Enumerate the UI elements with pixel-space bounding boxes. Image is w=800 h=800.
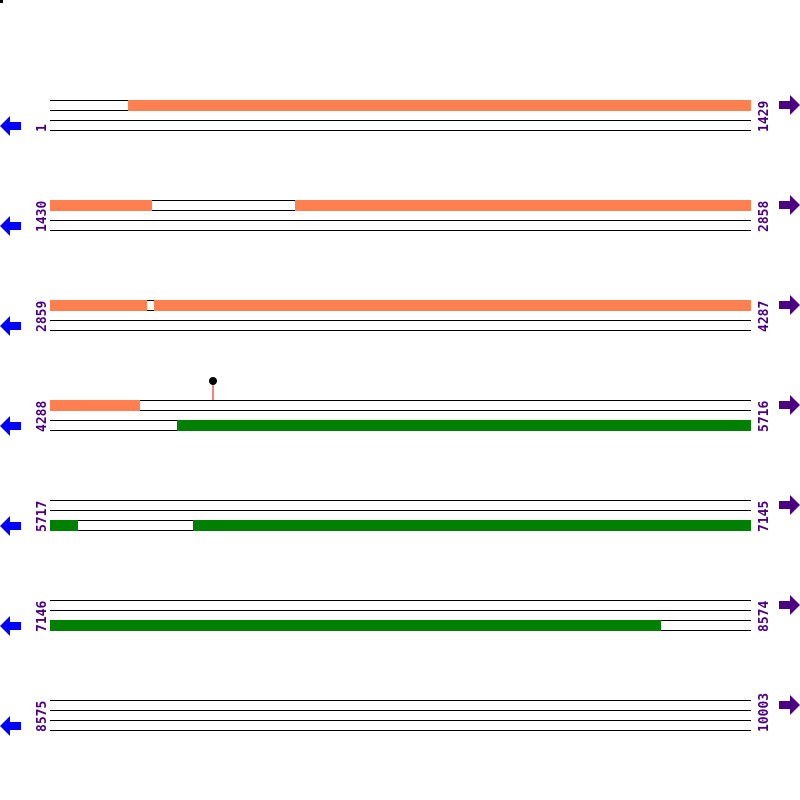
- left-arrow-icon[interactable]: [0, 216, 22, 236]
- row-start-label: 7146: [35, 600, 50, 632]
- row-end-label: 4287: [757, 300, 772, 332]
- corner-marker: [0, 0, 3, 3]
- left-arrow-icon[interactable]: [0, 316, 22, 336]
- feature-segment-orange[interactable]: [50, 200, 152, 211]
- feature-segment-orange[interactable]: [50, 300, 147, 311]
- row-end-label: 10003: [757, 692, 772, 732]
- row-end-label: 7145: [757, 500, 772, 532]
- row-start-label: 4288: [35, 400, 50, 432]
- track-line: [50, 120, 751, 121]
- track-line: [50, 500, 751, 501]
- feature-segment-orange[interactable]: [154, 300, 751, 311]
- feature-segment-green[interactable]: [50, 620, 661, 631]
- row-end-label: 1429: [757, 100, 772, 132]
- track-line: [50, 610, 751, 611]
- track-line: [50, 410, 751, 411]
- pin-marker-icon[interactable]: [208, 376, 218, 401]
- track-line: [50, 710, 751, 711]
- track-line: [50, 720, 751, 721]
- feature-segment-orange[interactable]: [50, 400, 140, 411]
- row-start-label: 1430: [35, 200, 50, 232]
- row-end-label: 2858: [757, 200, 772, 232]
- track-line: [50, 510, 751, 511]
- row-start-label: 2859: [35, 300, 50, 332]
- right-arrow-icon[interactable]: [779, 295, 800, 315]
- left-arrow-icon[interactable]: [0, 716, 22, 736]
- feature-segment-orange[interactable]: [295, 200, 751, 211]
- row-start-label: 1: [35, 124, 50, 132]
- left-arrow-icon[interactable]: [0, 616, 22, 636]
- feature-segment-orange[interactable]: [128, 100, 751, 111]
- track-line: [50, 130, 751, 131]
- track-line: [50, 700, 751, 701]
- left-arrow-icon[interactable]: [0, 516, 22, 536]
- right-arrow-icon[interactable]: [779, 695, 800, 715]
- track-line: [50, 600, 751, 601]
- feature-segment-green[interactable]: [193, 520, 751, 531]
- left-arrow-icon[interactable]: [0, 416, 22, 436]
- right-arrow-icon[interactable]: [779, 495, 800, 515]
- right-arrow-icon[interactable]: [779, 195, 800, 215]
- row-start-label: 5717: [35, 500, 50, 532]
- track-line: [50, 330, 751, 331]
- track-line: [50, 230, 751, 231]
- right-arrow-icon[interactable]: [779, 595, 800, 615]
- track-line: [50, 730, 751, 731]
- right-arrow-icon[interactable]: [779, 95, 800, 115]
- feature-segment-green[interactable]: [50, 520, 78, 531]
- feature-segment-green[interactable]: [177, 420, 751, 431]
- left-arrow-icon[interactable]: [0, 116, 22, 136]
- track-line: [50, 220, 751, 221]
- row-start-label: 8575: [35, 700, 50, 732]
- track-line: [50, 400, 751, 401]
- right-arrow-icon[interactable]: [779, 395, 800, 415]
- row-end-label: 5716: [757, 400, 772, 432]
- row-end-label: 8574: [757, 600, 772, 632]
- track-line: [50, 320, 751, 321]
